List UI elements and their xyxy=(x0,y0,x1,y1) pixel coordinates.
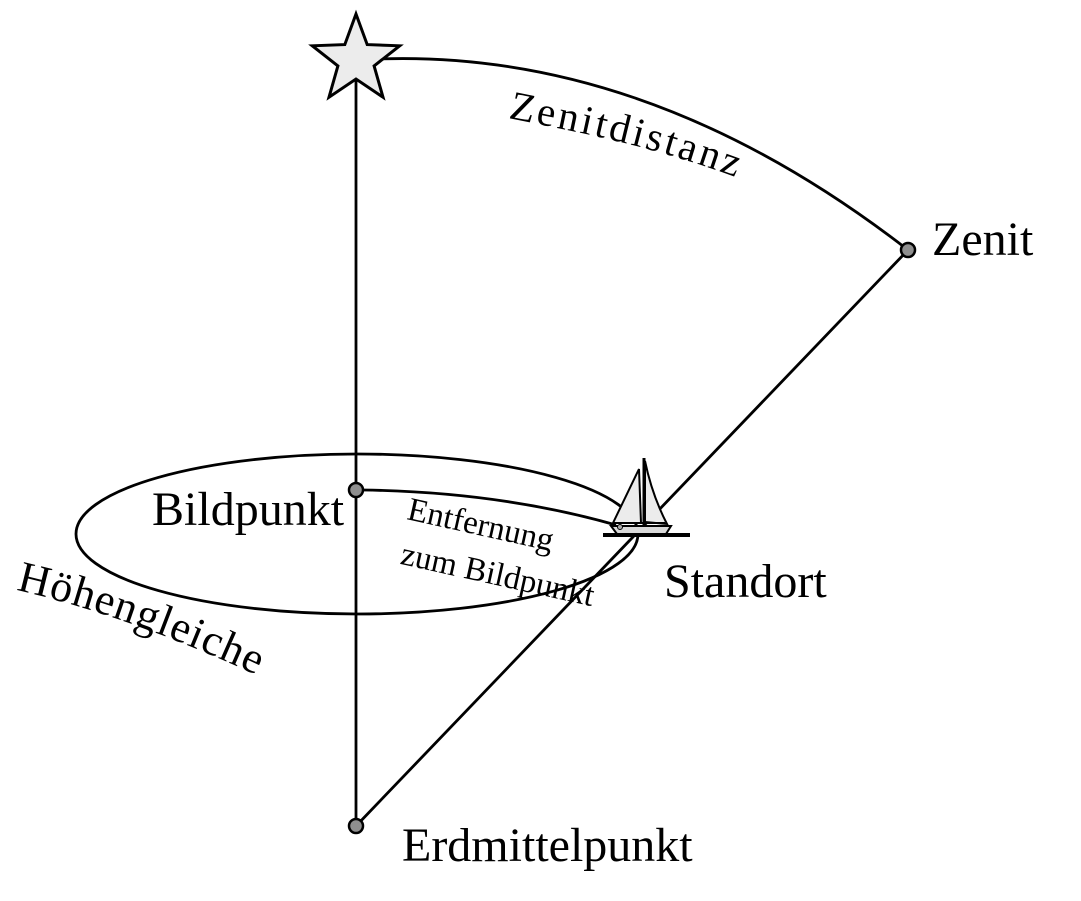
zenith-distance-arc xyxy=(357,57,909,252)
erdmittelpunkt-point xyxy=(347,817,365,835)
sailboat-icon xyxy=(603,458,690,537)
zenith-earth-line xyxy=(354,249,910,827)
star-icon xyxy=(308,9,404,101)
zenit-point xyxy=(899,241,917,259)
bildpunkt-label: Bildpunkt xyxy=(152,483,345,536)
entfernung-label: Entfernung zum Bildpunkt xyxy=(397,492,597,614)
zenit-label: Zenit xyxy=(932,213,1034,266)
boat-jib-sail xyxy=(611,468,643,524)
standort-label: Standort xyxy=(664,555,827,608)
zenitdistanz-label-text: Zenitdistanz xyxy=(506,82,748,187)
hoehengleiche-label: Höhengleiche xyxy=(14,552,274,685)
boat-main-sail xyxy=(644,460,669,526)
boat-deck-detail xyxy=(617,524,623,530)
hoehengleiche-label-text: Höhengleiche xyxy=(14,552,273,685)
erdmittelpunkt-label: Erdmittelpunkt xyxy=(402,819,693,872)
distance-to-bildpunkt-line xyxy=(362,488,617,527)
bildpunkt-point xyxy=(347,481,365,499)
zenitdistanz-label: Zenitdistanz xyxy=(506,82,751,187)
